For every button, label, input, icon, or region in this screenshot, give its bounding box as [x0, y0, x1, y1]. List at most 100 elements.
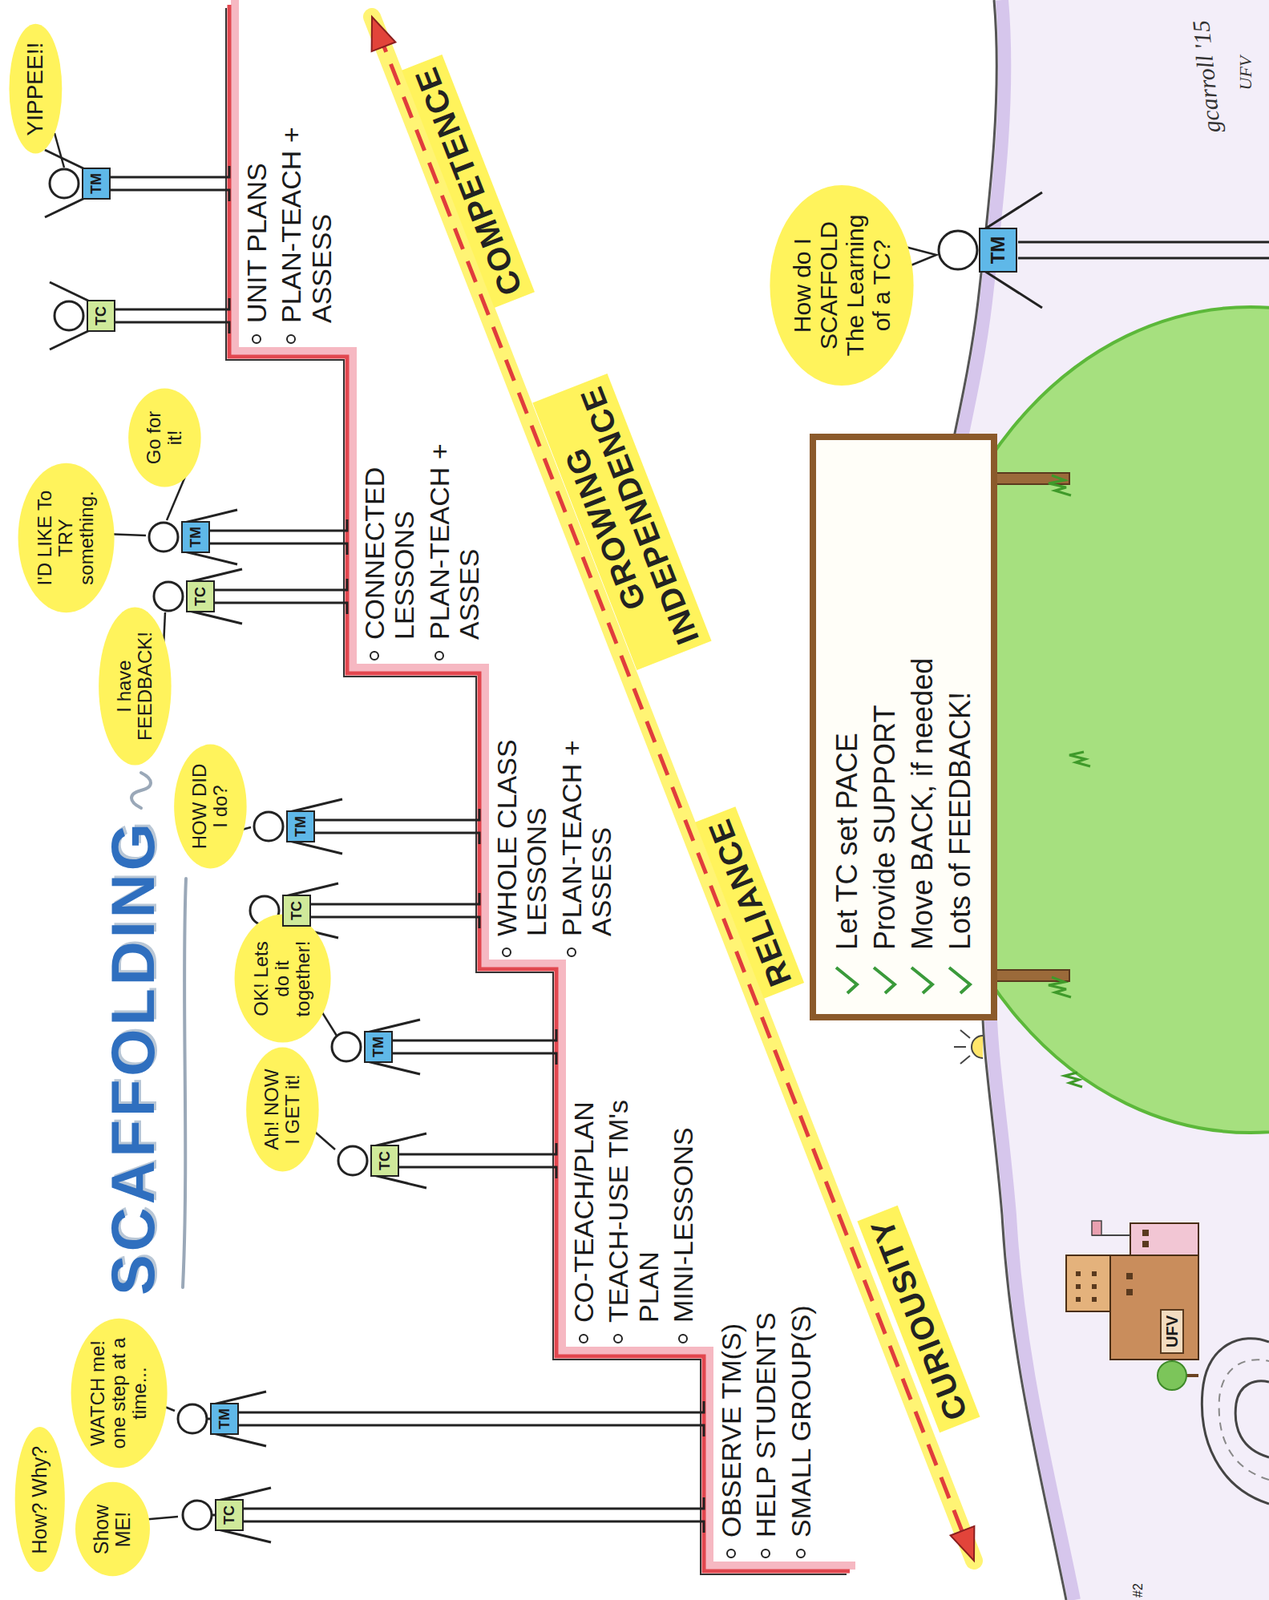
highlight-band [371, 16, 974, 1561]
road-centre-line [1219, 1359, 1269, 1480]
role-tag: TM [181, 521, 211, 554]
stick-figures [44, 149, 1269, 1543]
step-outline [226, 8, 847, 1575]
step-box: CO-TEACH/PLANTEACH-USE TM's PLANMINI-LES… [569, 1024, 704, 1346]
node-text: PLAN-TEACH + ASSESS [275, 126, 336, 324]
node-text: TC [377, 1151, 393, 1171]
bullet-dot [678, 1333, 688, 1344]
figure-head [149, 522, 178, 552]
building-windows [1075, 1229, 1149, 1302]
node-text: Move BACK, if needed [905, 658, 939, 950]
staircase-line [229, 4, 850, 1572]
step-box: OBSERVE TM(S)HELP STUDENTSSMALL GROUP(S) [716, 1183, 821, 1560]
node-text: MINI-LESSONS [667, 1127, 699, 1323]
bullet-dot [251, 334, 262, 344]
window [1091, 1284, 1097, 1290]
window [1091, 1297, 1097, 1302]
window [1142, 1240, 1149, 1248]
bullet-dot [566, 947, 577, 958]
node-text: UFV [1163, 1315, 1181, 1348]
speech-bubble: I'D LIKE To TRY something. [23, 467, 110, 609]
bullet-item: PLAN-TEACH + ASSESS [276, 24, 337, 346]
role-tag: TM [210, 1402, 239, 1435]
check-mark [870, 964, 900, 997]
stage-label: COMPETENCE [401, 54, 535, 308]
node-text: PLAN-TEACH + ASSES [424, 443, 485, 640]
figure-head [254, 812, 283, 841]
node-text: OBSERVE TM(S) [715, 1323, 747, 1538]
window [1075, 1284, 1081, 1290]
window [1075, 1297, 1081, 1302]
bullet-item: CONNECTED LESSONS [359, 365, 421, 663]
node-text: TM [88, 173, 104, 194]
speech-bubble: I have FEEDBACK! [102, 611, 168, 761]
speech-bubble: How? Why? [17, 1431, 63, 1569]
step-shade [234, 0, 856, 1566]
node-text: CO-TEACH/PLAN [568, 1101, 599, 1323]
node-text: SMALL GROUP(S) [785, 1305, 817, 1538]
check-item: Lots of FEEDBACK! [941, 456, 979, 997]
node-text: WHOLE CLASS LESSONS [491, 739, 552, 937]
figure-head [49, 169, 79, 199]
node-text: Show ME! [90, 1499, 135, 1560]
check-stroke [949, 967, 970, 994]
bullet-item: HELP STUDENTS [751, 1183, 781, 1560]
signature: gcarroll '15 [1182, 12, 1230, 142]
bubble-fill [98, 606, 171, 765]
figure-body [206, 1391, 704, 1447]
figure-head [182, 1500, 212, 1530]
node-text: Lots of FEEDBACK! [943, 691, 977, 950]
diagram-title: SCAFFOLDING [99, 820, 167, 1296]
check-mark [908, 964, 938, 997]
figure-body [289, 799, 480, 854]
bubble-fill [17, 463, 114, 614]
figure-head [338, 1146, 368, 1176]
road-edge [1235, 1381, 1269, 1458]
window [1126, 1289, 1133, 1296]
check-item: Move BACK, if needed [904, 456, 941, 997]
bullet-item: MINI-LESSONS [668, 1024, 699, 1346]
node-text: Provide SUPPORT [868, 705, 902, 950]
bullet-item: CO-TEACH/PLAN [569, 1024, 599, 1346]
bullet-dot [726, 1548, 736, 1559]
speech-bubble: HOW DID I do? [177, 747, 243, 865]
node-text: TC [222, 1505, 237, 1525]
bullet-dot [613, 1333, 623, 1344]
page-number-circle: #2 [1131, 1514, 1215, 1598]
node-text: PLAN-TEACH + ASSESS [556, 739, 617, 937]
bullet-item: TEACH-USE TM's PLAN [603, 1024, 664, 1346]
node-text: UNIT PLANS [241, 162, 272, 324]
bullet-item: SMALL GROUP(S) [786, 1183, 817, 1560]
step-box: WHOLE CLASS LESSONSPLAN-TEACH + ASSESS [492, 686, 623, 959]
check-stroke [836, 967, 857, 994]
role-tag: TM [978, 227, 1018, 273]
title-underline [182, 878, 186, 1288]
figure-body [44, 149, 230, 218]
bullet-dot [286, 334, 296, 344]
bullet-dot [578, 1333, 589, 1344]
speech-bubble: Go for it! [132, 391, 198, 485]
node-text: I'D LIKE To TRY something. [34, 481, 98, 595]
tree-crown [1157, 1361, 1187, 1391]
check-mark [945, 964, 975, 997]
bullet-dot [501, 947, 512, 958]
bullet-dot [369, 650, 380, 661]
speech-bubble: How do I SCAFFOLD The Learning of a TC? [777, 190, 906, 380]
bullet-dot [434, 650, 445, 661]
node-text: TC [289, 901, 304, 921]
speech-bubble: WATCH me! one step at a time... [76, 1322, 162, 1464]
node-text: HELP STUDENTS [750, 1312, 781, 1538]
node-text: WATCH me! one step at a time... [87, 1337, 151, 1450]
node-text: TC [193, 586, 208, 607]
node-text: CONNECTED LESSONS [359, 467, 420, 640]
sun [971, 1035, 983, 1059]
bullet-item: PLAN-TEACH + ASSESS [557, 686, 618, 959]
role-tag: TC [214, 1499, 244, 1532]
node-text: TC [93, 306, 109, 326]
node-text: TM [293, 816, 308, 837]
role-tag: TC [370, 1144, 400, 1177]
check-stroke [911, 967, 933, 994]
speech-bubble: OK! Lets do it together! [239, 918, 326, 1040]
bullet-item: WHOLE CLASS LESSONS [492, 686, 553, 959]
